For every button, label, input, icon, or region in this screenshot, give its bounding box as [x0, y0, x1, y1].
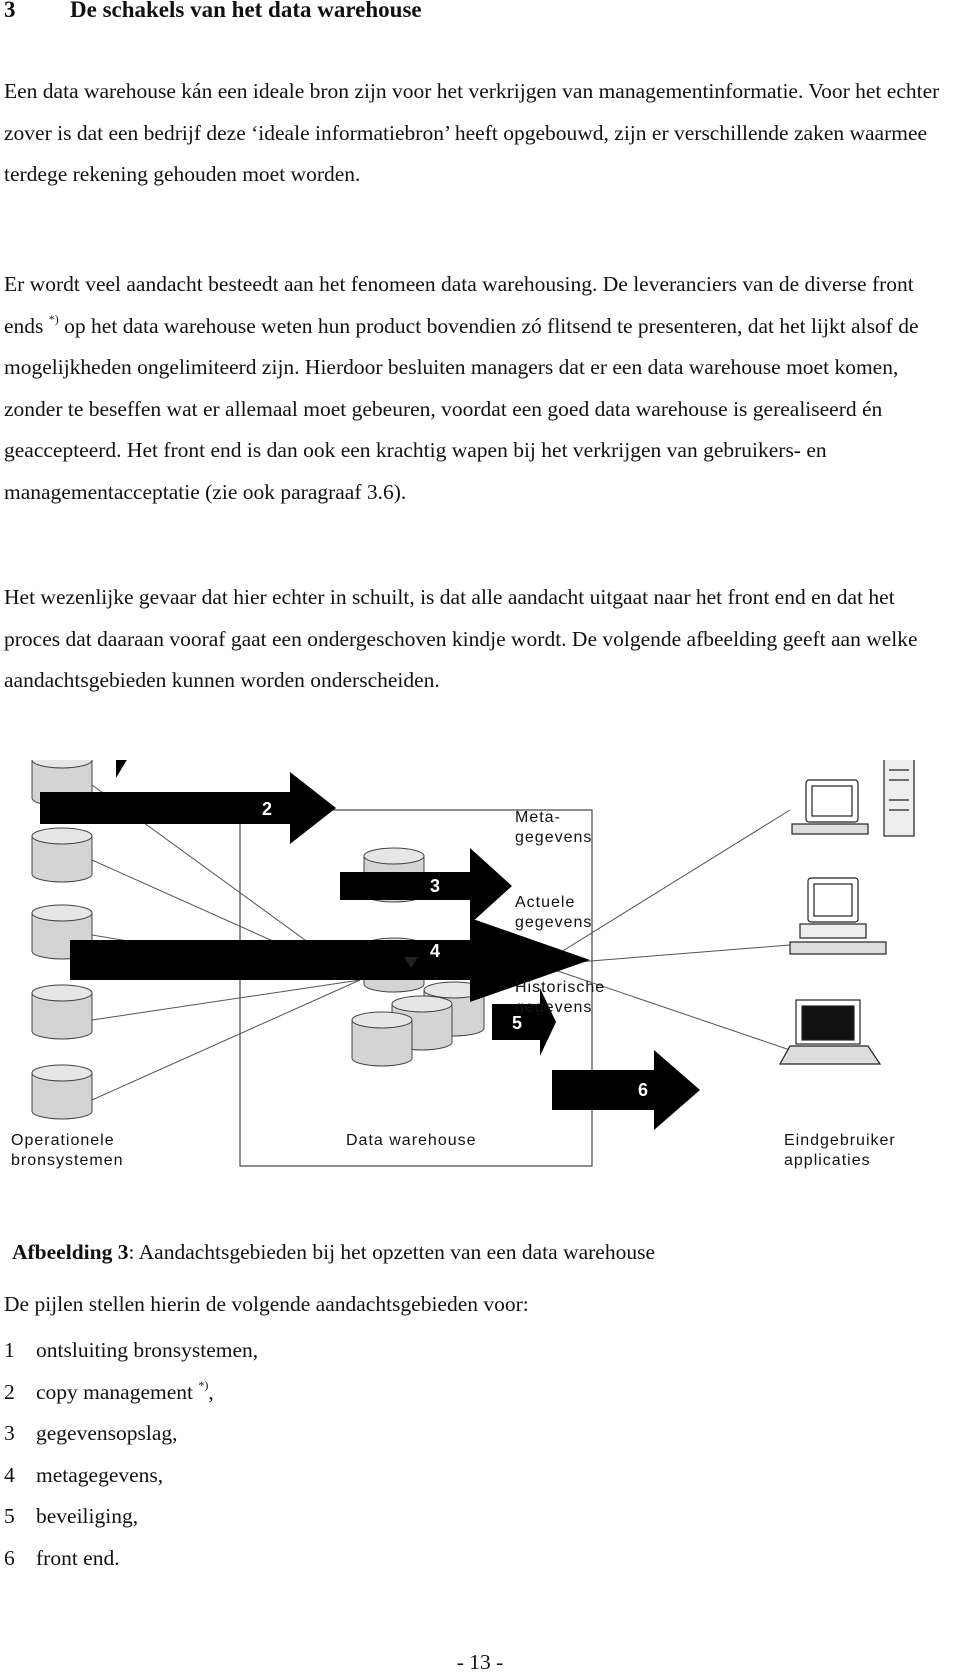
- label-historische-2: gegevens: [515, 999, 592, 1016]
- attention-arrows: [40, 760, 700, 1130]
- paragraph-2: Er wordt veel aandacht besteedt aan het …: [4, 264, 954, 513]
- list-item-text: gegevensopslag,: [36, 1421, 178, 1445]
- list-intro: De pijlen stellen hierin de volgende aan…: [4, 1292, 529, 1316]
- attention-areas-list: 1 ontsluiting bronsystemen, 2 copy managem…: [4, 1330, 258, 1579]
- arrow-1: [116, 760, 127, 778]
- list-item-number: 3: [4, 1421, 15, 1445]
- label-meta-2: gegevens: [515, 829, 592, 846]
- label-meta-1: Meta-: [515, 809, 561, 826]
- paragraph-2-part-a: Er wordt veel aandacht besteedt aan het …: [4, 272, 914, 338]
- footnote-marker: *): [198, 1377, 209, 1392]
- list-item: 3 gegevensopslag,: [4, 1413, 258, 1455]
- paragraph-2-part-b: op het data warehouse weten hun product …: [4, 313, 919, 504]
- figure-caption: Afbeelding 3: Aandachtsgebieden bij het …: [12, 1236, 655, 1268]
- arrow-number-2: 2: [262, 799, 272, 819]
- list-item: 5 beveiliging,: [4, 1496, 258, 1538]
- footnote-marker: *): [48, 311, 59, 326]
- paragraph-3: Het wezenlijke gevaar dat hier echter in…: [4, 585, 918, 692]
- page-number: - 13 -: [456, 1650, 504, 1674]
- list-item-number: 1: [4, 1338, 15, 1362]
- source-database-icon: [31, 1064, 93, 1120]
- label-actuele-2: gegevens: [515, 914, 592, 931]
- list-item-text: ontsluiting bronsystemen,: [36, 1338, 259, 1362]
- list-item-number: 4: [4, 1462, 15, 1487]
- arrow-4-pointer: [404, 957, 418, 968]
- label-source-1: Operationele: [11, 1132, 115, 1149]
- figure-labels: Meta- gegevens Actuele gegevens Historis…: [11, 809, 896, 1169]
- arrow-number-5: 5: [512, 1013, 522, 1033]
- paragraph-1: Een data warehouse kán een ideale bron z…: [4, 79, 940, 186]
- source-database-icon: [31, 827, 93, 883]
- list-item-number: 6: [4, 1545, 15, 1570]
- label-warehouse: Data warehouse: [346, 1132, 477, 1149]
- arrow-5-head: [492, 988, 556, 1056]
- caption-label: Afbeelding 3: [12, 1240, 129, 1264]
- history-database-icon: [351, 1011, 413, 1067]
- desktop-tower-computer-icon: [791, 760, 915, 837]
- arrow-4: [70, 918, 590, 1002]
- arrow-2: [40, 772, 336, 844]
- label-enduser-2: applicaties: [784, 1152, 871, 1169]
- figure-data-warehouse-diagram: 1 2 3 4 5 6 Meta- gegevens Actuele gegev…: [11, 760, 915, 1169]
- list-item: 6 front end.: [4, 1538, 258, 1580]
- warehouse-box: [239, 809, 593, 1167]
- arrow-number-6: 6: [638, 1080, 648, 1100]
- list-item: 1 ontsluiting bronsystemen,: [4, 1330, 258, 1372]
- arrow-6: [552, 1050, 700, 1130]
- label-actuele-1: Actuele: [515, 894, 575, 911]
- arrow-number-3: 3: [430, 876, 440, 896]
- section-heading: 3 De schakels van het data warehouse: [4, 0, 422, 26]
- arrow-3: [340, 848, 512, 924]
- label-historische-1: Historische: [515, 979, 605, 996]
- section-number: 3: [4, 0, 16, 22]
- list-item-punctuation: ,: [208, 1379, 214, 1404]
- list-item-number: 5: [4, 1504, 15, 1528]
- arrow-numbers: 1 2 3 4 5 6: [262, 799, 648, 1100]
- desktop-computer-icon: [789, 877, 887, 955]
- section-title: De schakels van het data warehouse: [70, 0, 422, 22]
- list-item-text: beveiliging,: [36, 1504, 139, 1528]
- source-database-icon: [31, 984, 93, 1040]
- list-item-text: front end.: [36, 1545, 120, 1570]
- list-item-text: copy management: [36, 1379, 199, 1404]
- label-source-2: bronsystemen: [11, 1152, 124, 1169]
- caption-text: : Aandachtsgebieden bij het opzetten van…: [128, 1240, 656, 1264]
- list-item-number: 2: [4, 1379, 15, 1404]
- label-enduser-1: Eindgebruiker: [784, 1132, 896, 1149]
- list-item-text: metagegevens,: [36, 1462, 164, 1487]
- arrow-number-4: 4: [430, 941, 440, 961]
- list-item: 4 metagegevens,: [4, 1455, 258, 1497]
- list-item: 2 copy management *),: [4, 1372, 258, 1414]
- laptop-icon: [778, 999, 882, 1065]
